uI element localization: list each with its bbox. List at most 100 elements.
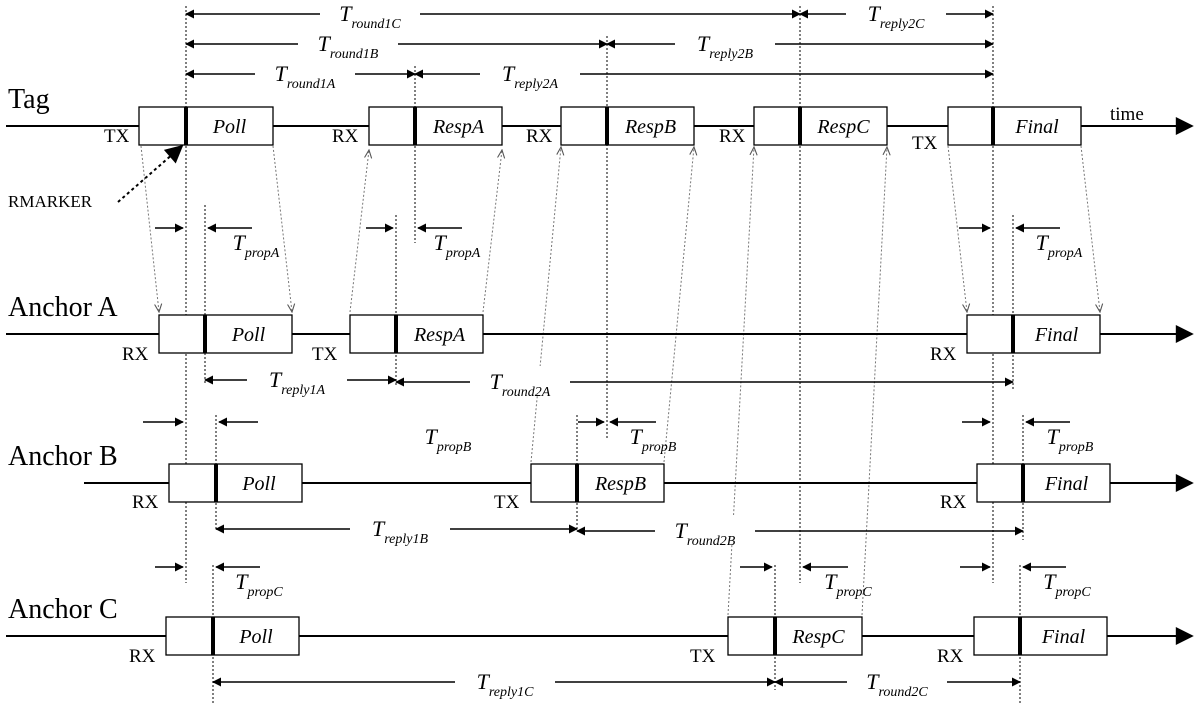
txrx-label: TX (494, 492, 520, 513)
txrx-label: RX (332, 126, 359, 147)
frame-box (165, 616, 300, 656)
frame-label: RespB (624, 116, 676, 138)
frame-box (138, 106, 274, 146)
label-mask (847, 666, 947, 694)
signal-path (947, 145, 967, 312)
signal-path (663, 147, 694, 463)
frame-box (349, 314, 484, 354)
interval-label: Tround2C (866, 669, 928, 700)
time-axis-label: time (1110, 104, 1144, 125)
frame-label: Poll (238, 626, 273, 648)
frame-label: Final (1044, 473, 1089, 495)
frame-final-anchorC: Final (973, 616, 1108, 656)
prop-label: TpropB (630, 424, 677, 455)
frame-box (947, 106, 1082, 146)
frame-final-anchorA: Final (966, 314, 1101, 354)
frame-respB-tag: RespB (560, 106, 695, 146)
txrx-label: TX (312, 344, 338, 365)
lane-title-anchorB: Anchor B (8, 441, 118, 472)
txrx-label: RX (719, 126, 746, 147)
interval-label: Tround2B (675, 518, 736, 549)
prop-propB: TpropB (578, 417, 677, 455)
frame-final-anchorB: Final (976, 463, 1111, 503)
prop-propA: TpropA (155, 223, 280, 261)
frame-box (966, 314, 1101, 354)
frame-label: RespA (413, 324, 466, 346)
label-mask (247, 364, 347, 392)
prop-label: TpropA (434, 230, 481, 261)
prop-label: TpropA (233, 230, 280, 261)
interval-reply2B: Treply2B (606, 28, 994, 62)
frame-box (973, 616, 1108, 656)
txrx-label: RX (937, 646, 964, 667)
signal-path (482, 150, 502, 313)
frame-box (560, 106, 695, 146)
interval-round2A: Tround2A (395, 366, 1014, 400)
signal-path (140, 145, 159, 312)
interval-label: Tround1A (275, 61, 336, 92)
frame-respB-anchorB: RespB (530, 463, 665, 503)
label-mask (655, 515, 755, 543)
interval-round1C: Tround1C (185, 0, 801, 32)
frame-label: RespC (816, 116, 870, 138)
frame-label: Final (1041, 626, 1086, 648)
txrx-label: RX (930, 344, 957, 365)
lane-title-anchorA: Anchor A (8, 292, 118, 323)
frame-poll-tag: Poll (138, 106, 274, 146)
prop-label: TpropA (1036, 230, 1083, 261)
prop-propC: TpropC (960, 562, 1091, 600)
signal-path (1080, 145, 1100, 312)
frame-poll-anchorB: Poll (168, 463, 303, 503)
txrx-label: RX (526, 126, 553, 147)
propagation-arrows: TpropA TpropA TpropA TpropB TpropB TpropB Tpro… (143, 223, 1094, 600)
frame-label: Final (1034, 324, 1079, 346)
prop-propC: TpropC (740, 562, 872, 600)
label-mask (480, 58, 580, 86)
prop-propB: TpropB (143, 417, 472, 455)
frame-label: Poll (212, 116, 247, 138)
label-mask (350, 513, 450, 541)
frame-poll-anchorC: Poll (165, 616, 300, 656)
interval-label: Treply2B (697, 31, 753, 62)
txrx-label: TX (104, 126, 130, 147)
txrx-label: RX (940, 492, 967, 513)
frame-label: Final (1014, 116, 1059, 138)
interval-arrows: Tround1C Treply2C Tround1B Treply2B Tround1A… (185, 0, 1024, 700)
prop-label: TpropB (1047, 424, 1094, 455)
rmarker-label: RMARKER (8, 192, 93, 211)
interval-reply1C: Treply1C (212, 666, 776, 700)
frame-respC-anchorC: RespC (727, 616, 863, 656)
signal-path (272, 145, 292, 312)
prop-label: TpropC (824, 569, 872, 600)
timelines (6, 117, 1194, 645)
frame-box (530, 463, 665, 503)
frame-respA-tag: RespA (368, 106, 503, 146)
lane-title-tag: Tag (8, 84, 50, 115)
signal-path (530, 147, 561, 463)
frame-box (368, 106, 503, 146)
lane-title-anchorC: Anchor C (8, 594, 118, 625)
interval-round1B: Tround1B (185, 28, 608, 62)
interval-label: Treply1B (372, 516, 428, 547)
txrx-label: TX (690, 646, 716, 667)
interval-round2C: Tround2C (774, 666, 1021, 700)
interval-label: Treply1C (477, 669, 534, 700)
label-mask (455, 666, 555, 694)
txrx-label: TX (912, 133, 938, 154)
prop-label: TpropC (235, 569, 283, 600)
interval-reply1B: Treply1B (215, 513, 578, 547)
frame-label: Poll (241, 473, 276, 495)
interval-reply2C: Treply2C (799, 0, 994, 32)
interval-round1A: Tround1A (185, 58, 416, 92)
interval-label: Treply1A (269, 367, 325, 398)
txrx-label: RX (129, 646, 156, 667)
prop-propA: TpropA (366, 223, 481, 261)
prop-label: TpropC (1043, 569, 1091, 600)
interval-round2B: Tround2B (576, 515, 1024, 549)
interval-label: Treply2C (868, 1, 925, 32)
label-mask (470, 366, 570, 394)
frame-label: RespA (432, 116, 485, 138)
frame-poll-anchorA: Poll (158, 314, 293, 354)
frame-box (753, 106, 888, 146)
